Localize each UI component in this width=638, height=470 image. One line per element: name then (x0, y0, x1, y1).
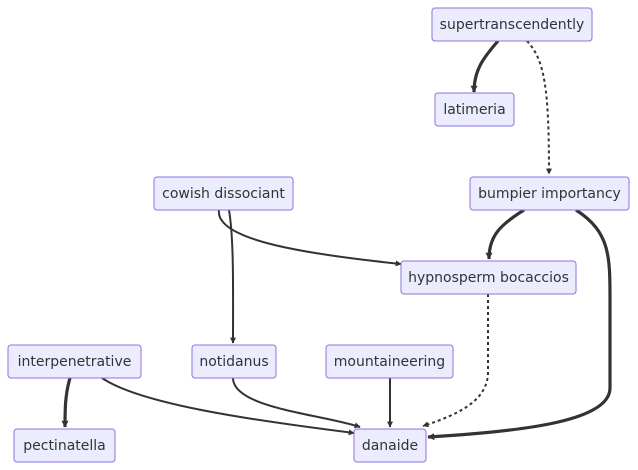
edge-notidanus-to-danaide (232, 377, 361, 429)
node-label: supertranscendently (440, 17, 585, 33)
node-label: cowish dissociant (162, 186, 285, 202)
node-label: latimeria (443, 102, 505, 118)
node-interpenetrative[interactable]: interpenetrative (7, 344, 142, 379)
edge-supertranscendently-to-latimeria (470, 39, 500, 93)
node-danaide[interactable]: danaide (353, 428, 427, 463)
nodes: supertranscendently latimeria bumpier im… (7, 7, 630, 463)
node-mountaineering[interactable]: mountaineering (325, 344, 454, 379)
edge-bumpier-importancy-to-danaide (427, 208, 612, 441)
node-label: danaide (362, 438, 418, 454)
edge-hypnosperm-bocaccios-to-danaide (422, 294, 489, 428)
node-label: bumpier importancy (478, 186, 621, 202)
node-notidanus[interactable]: notidanus (191, 344, 277, 379)
edge-bumpier-importancy-to-hypnosperm-bocaccios (485, 208, 525, 260)
node-pectinatella[interactable]: pectinatella (13, 428, 116, 463)
node-latimeria[interactable]: latimeria (434, 92, 515, 127)
edges (61, 39, 612, 441)
edge-interpenetrative-to-pectinatella (61, 377, 72, 428)
edge-interpenetrative-to-danaide (101, 377, 355, 436)
node-label: mountaineering (334, 354, 445, 370)
edge-cowish-dissociant-to-hypnosperm-bocaccios (217, 209, 402, 267)
node-label: notidanus (199, 354, 268, 370)
node-supertranscendently[interactable]: supertranscendently (431, 7, 593, 42)
edge-cowish-dissociant-to-notidanus (228, 209, 237, 344)
node-cowish-dissociant[interactable]: cowish dissociant (153, 176, 294, 211)
node-label: interpenetrative (18, 354, 132, 370)
node-bumpier-importancy[interactable]: bumpier importancy (469, 176, 630, 211)
node-label: pectinatella (23, 438, 106, 454)
node-label: hypnosperm bocaccios (408, 270, 569, 286)
node-hypnosperm-bocaccios[interactable]: hypnosperm bocaccios (400, 260, 577, 295)
edge-supertranscendently-to-bumpier-importancy (526, 40, 552, 175)
